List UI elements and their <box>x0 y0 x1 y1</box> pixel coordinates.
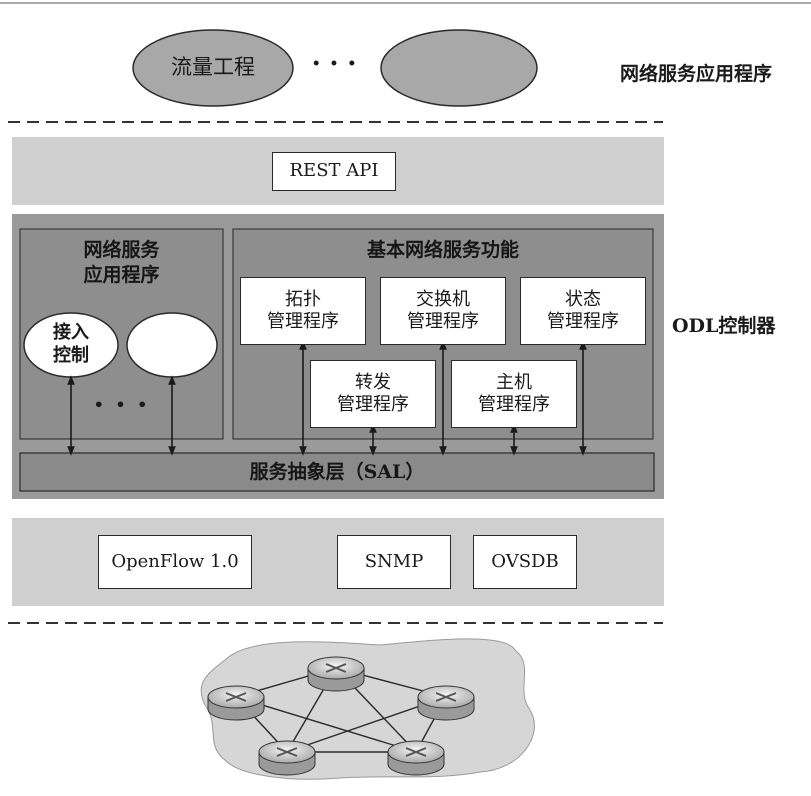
link-c-e <box>235 696 417 753</box>
app-ellipse-traffic-engineering <box>132 29 294 107</box>
forwarding-manager-box: 转发 管理程序 <box>310 360 436 428</box>
blank-app-circle <box>126 312 218 378</box>
odl-controller-label: ODL控制器 <box>672 315 776 337</box>
left-panel-title: 网络服务 应用程序 <box>83 239 160 286</box>
access-control-label: 接入 控制 <box>53 322 89 367</box>
basic-services-title: 基本网络服务功能 <box>366 239 519 261</box>
router-d <box>258 740 316 776</box>
openflow-box: OpenFlow 1.0 <box>98 535 252 589</box>
router-c <box>207 685 265 721</box>
router-a <box>307 656 365 692</box>
snmp-box: SNMP <box>337 535 451 589</box>
network-service-apps-label: 网络服务应用程序 <box>620 63 773 85</box>
left-panel-ellipsis: • • • <box>93 395 151 414</box>
switch-manager-box: 交换机 管理程序 <box>380 277 506 345</box>
sal-label: 服务抽象层（SAL） <box>249 461 425 483</box>
rest-api-box: REST API <box>272 152 396 191</box>
sal-bar <box>19 452 655 492</box>
app-traffic-engineering-label: 流量工程 <box>171 55 255 79</box>
router-b <box>417 685 475 721</box>
app-ellipse-blank <box>380 29 538 107</box>
sal-arrows <box>67 340 587 456</box>
top-apps-ellipsis: • • • <box>311 56 359 72</box>
topology-manager-box: 拓扑 管理程序 <box>240 277 366 345</box>
ovsdb-box: OVSDB <box>473 535 577 589</box>
status-manager-box: 状态 管理程序 <box>520 277 646 345</box>
host-manager-box: 主机 管理程序 <box>451 360 577 428</box>
router-e <box>387 740 445 776</box>
